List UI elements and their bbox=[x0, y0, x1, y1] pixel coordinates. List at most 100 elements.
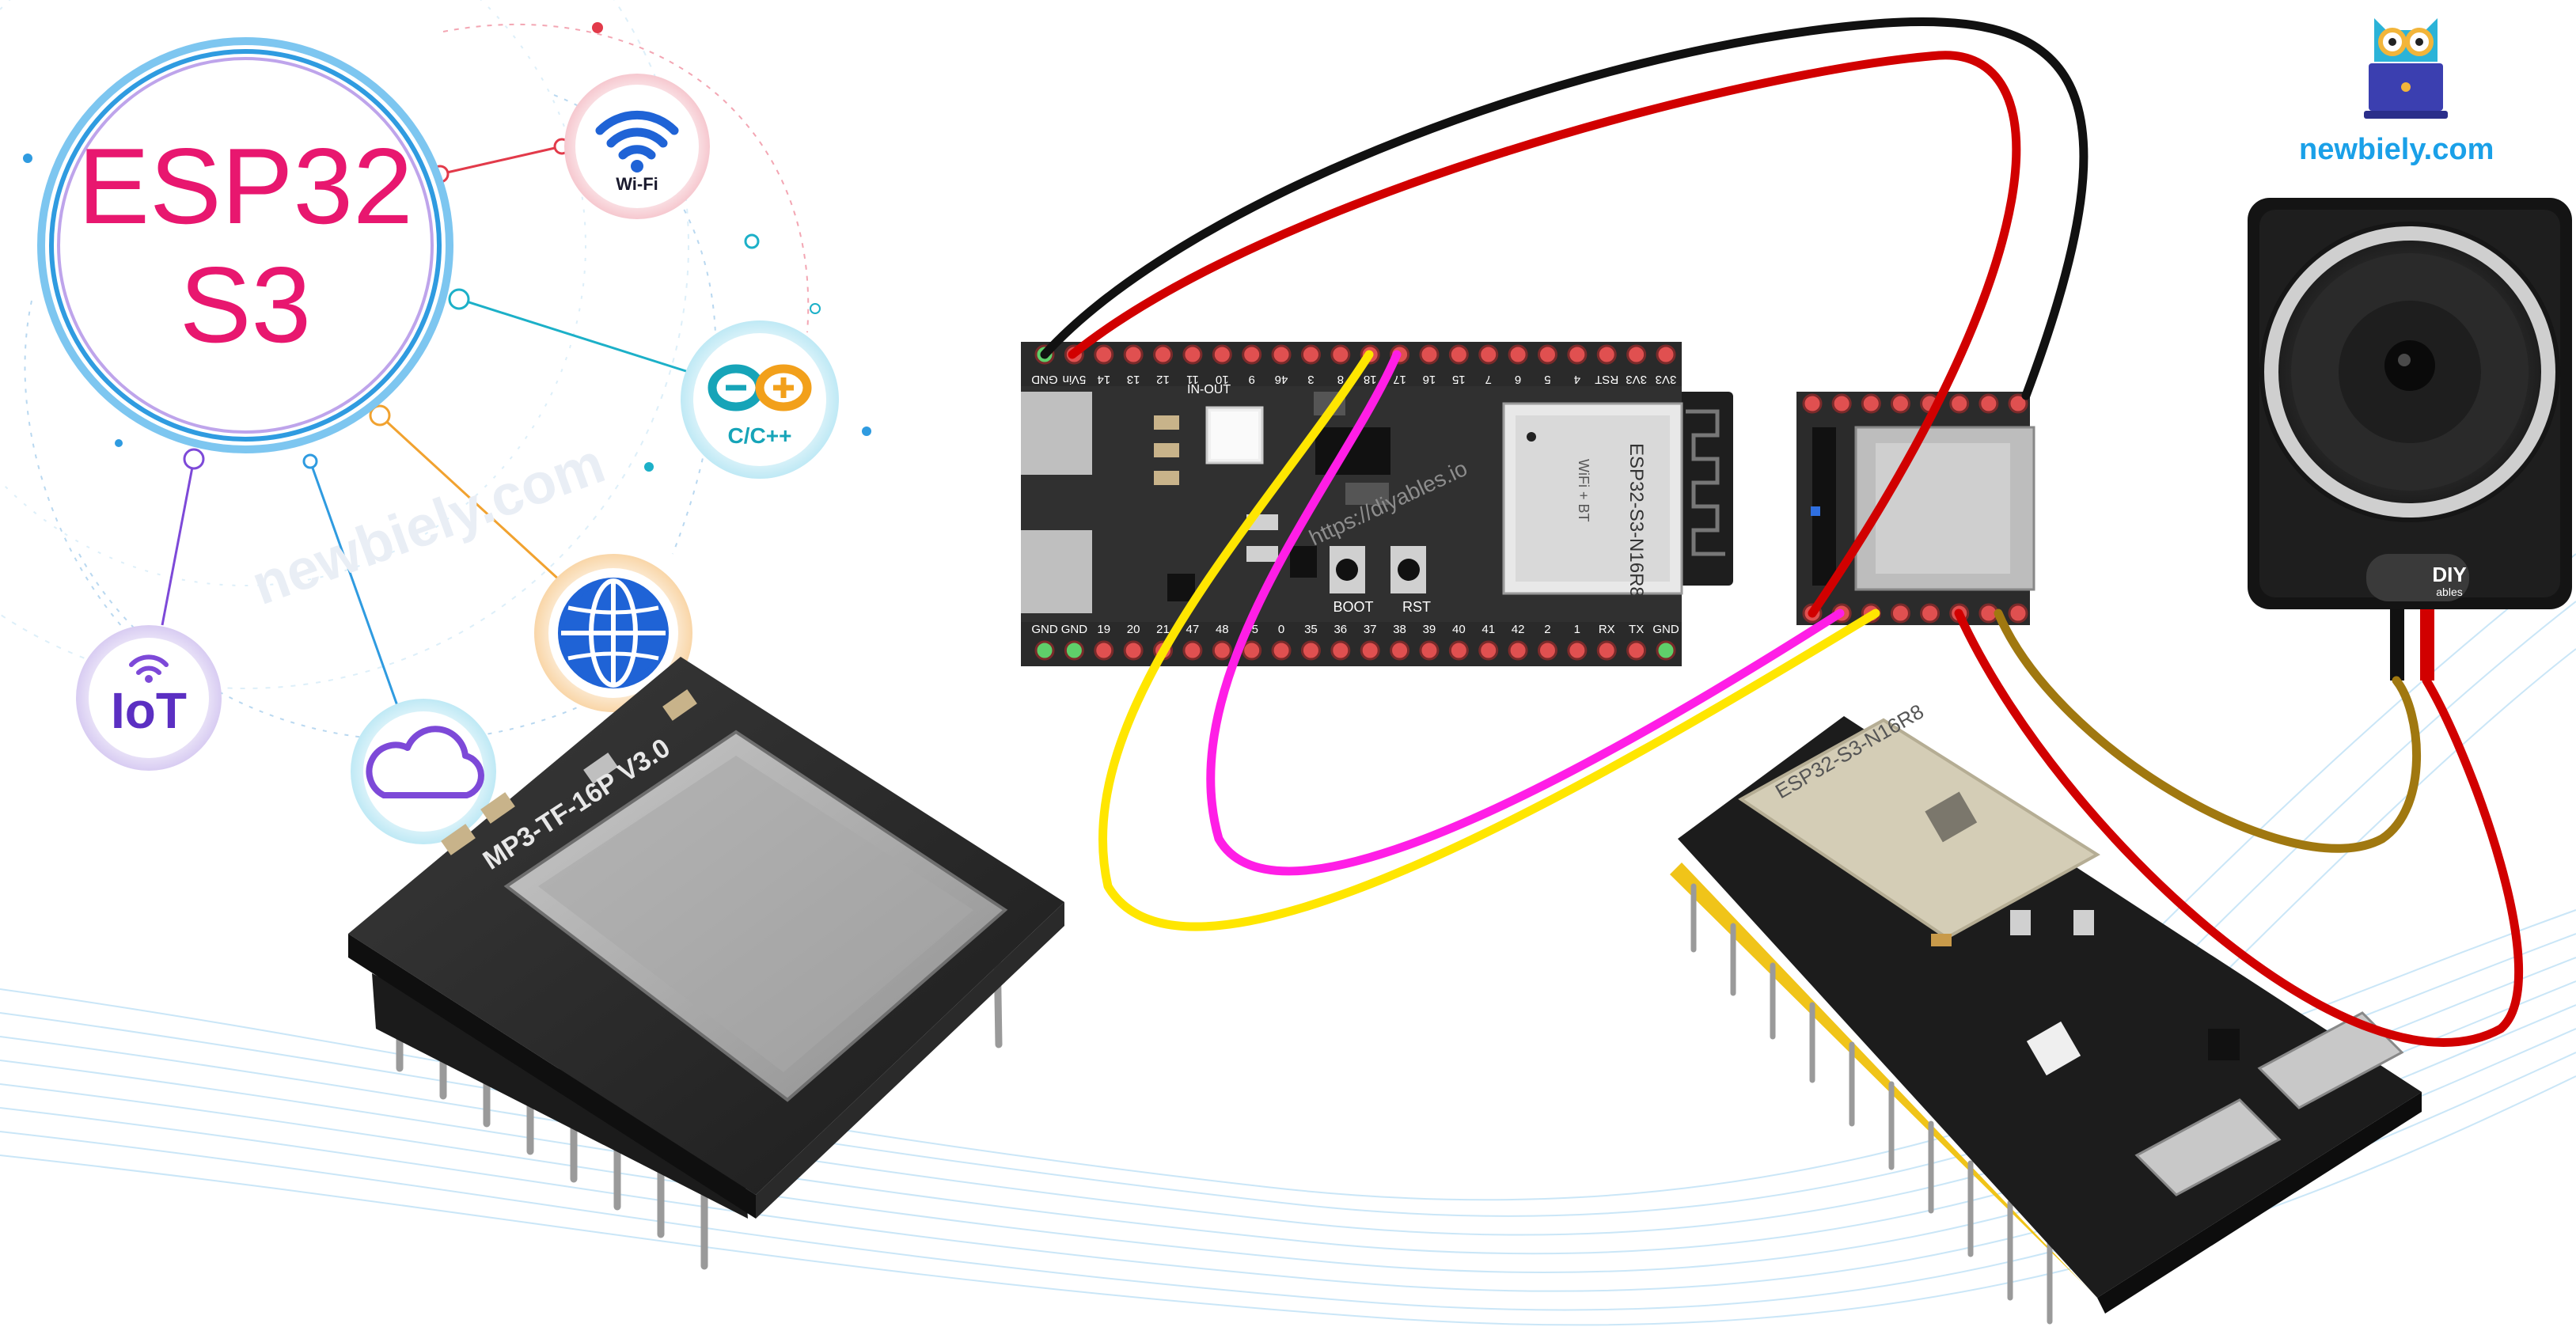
pin-header bbox=[1153, 344, 1174, 365]
pin-header bbox=[1182, 640, 1203, 661]
pin-label: 38 bbox=[1393, 623, 1406, 636]
red-wire-speaker bbox=[1954, 609, 2524, 1047]
pin-header bbox=[1448, 344, 1469, 365]
pin-header bbox=[1656, 344, 1676, 365]
pin-label: 42 bbox=[1512, 623, 1525, 636]
wifi-icon bbox=[595, 110, 679, 160]
pin-header bbox=[1094, 640, 1114, 661]
pin-label: GND bbox=[1031, 373, 1058, 386]
mp3-pin bbox=[2008, 393, 2028, 414]
esp32-s3-board-diagram: ESP32-S3-N16R8 WiFi + BT BOOT RST IN-OUT… bbox=[1021, 342, 1733, 666]
mp3-pin bbox=[1949, 393, 1970, 414]
pin-header bbox=[1242, 640, 1262, 661]
pin-header bbox=[1123, 344, 1144, 365]
pin-label: RX bbox=[1599, 623, 1615, 636]
pin-header bbox=[1537, 344, 1557, 365]
rst-label: RST bbox=[1402, 599, 1431, 615]
pin-label: 0 bbox=[1278, 623, 1284, 636]
pin-header bbox=[1271, 344, 1292, 365]
pin-label: 3 bbox=[1307, 373, 1314, 386]
cpp-badge: C/C++ bbox=[681, 320, 839, 479]
pin-label: 3V3 bbox=[1656, 373, 1677, 386]
pin-header bbox=[1656, 640, 1676, 661]
wires bbox=[1040, 17, 2524, 1047]
pin-label: 8 bbox=[1337, 373, 1344, 386]
pin-label: RST bbox=[1595, 373, 1618, 386]
pin-label: GND bbox=[1061, 623, 1088, 636]
esp32-s3-board-photo: ESP32-S3-N16R8 bbox=[1670, 700, 2422, 1325]
pin-label: 3V3 bbox=[1626, 373, 1647, 386]
pin-header bbox=[1626, 640, 1647, 661]
pin-label: 36 bbox=[1334, 623, 1347, 636]
olive-wire bbox=[1994, 609, 2421, 853]
pin-header bbox=[1034, 640, 1055, 661]
pin-header bbox=[1508, 640, 1528, 661]
pin-label: 6 bbox=[1515, 373, 1521, 386]
pin-label: 21 bbox=[1156, 623, 1170, 636]
arduino-infinity-icon bbox=[708, 364, 812, 411]
pin-header bbox=[1537, 640, 1557, 661]
pin-header bbox=[1508, 344, 1528, 365]
pin-label: 7 bbox=[1485, 373, 1492, 386]
mp3-pin bbox=[1920, 603, 1941, 624]
wifi-badge-label: Wi-Fi bbox=[616, 174, 658, 194]
pin-label: 20 bbox=[1127, 623, 1140, 636]
pin-header bbox=[1419, 640, 1440, 661]
pin-label: 13 bbox=[1127, 373, 1140, 386]
pin-header bbox=[1596, 344, 1617, 365]
pin-header bbox=[1596, 640, 1617, 661]
red-wire bbox=[1068, 51, 2021, 618]
esp32-s3-title: ESP32 S3 bbox=[47, 127, 443, 364]
mp3-pin bbox=[1802, 393, 1823, 414]
pin-label: 46 bbox=[1275, 373, 1288, 386]
mp3-pin bbox=[1890, 603, 1910, 624]
pin-header bbox=[1064, 640, 1084, 661]
pin-header bbox=[1330, 344, 1351, 365]
module-label: ESP32-S3-N16R8 bbox=[1626, 443, 1647, 597]
black-wire bbox=[1040, 17, 2088, 400]
pin-header bbox=[1094, 344, 1114, 365]
iot-badge: IoT bbox=[76, 625, 222, 771]
pin-header bbox=[1567, 344, 1588, 365]
cpp-badge-label: C/C++ bbox=[728, 423, 792, 448]
iot-signal-icon bbox=[129, 654, 169, 675]
pin-header bbox=[1271, 640, 1292, 661]
mp3-pin bbox=[1890, 393, 1910, 414]
pin-header bbox=[1626, 344, 1647, 365]
mp3-pin bbox=[1831, 393, 1852, 414]
pin-header bbox=[1419, 344, 1440, 365]
speaker-brand-top: DIY bbox=[2432, 563, 2466, 586]
pin-label: 37 bbox=[1364, 623, 1377, 636]
globe-badge bbox=[534, 554, 692, 712]
iot-badge-label: IoT bbox=[111, 682, 187, 739]
pin-label: 5 bbox=[1544, 373, 1550, 386]
pin-label: 16 bbox=[1423, 373, 1436, 386]
speaker: DIY ables bbox=[2248, 198, 2572, 681]
pin-label: 17 bbox=[1393, 373, 1406, 386]
pin-label: 10 bbox=[1216, 373, 1229, 386]
pin-label: TX bbox=[1629, 623, 1644, 636]
pin-header bbox=[1330, 640, 1351, 661]
globe-icon bbox=[558, 578, 669, 688]
yellow-wire bbox=[1098, 350, 1880, 931]
esp32-s3-title-badge bbox=[37, 37, 453, 453]
pin-label: 4 bbox=[1574, 373, 1580, 386]
pin-label: GND bbox=[1652, 623, 1679, 636]
pin-label: 41 bbox=[1481, 623, 1495, 636]
mp3-top-pin-row bbox=[1802, 393, 2028, 414]
magenta-wire bbox=[1206, 350, 1845, 876]
pin-label: 12 bbox=[1156, 373, 1170, 386]
pin-label: 9 bbox=[1248, 373, 1254, 386]
pin-label: 5Vin bbox=[1062, 373, 1086, 386]
pin-label: 48 bbox=[1216, 623, 1229, 636]
pin-label: GND bbox=[1031, 623, 1058, 636]
pin-label: 18 bbox=[1364, 373, 1377, 386]
pin-label: 39 bbox=[1423, 623, 1436, 636]
module-sublabel: WiFi + BT bbox=[1576, 459, 1592, 522]
pin-label: 14 bbox=[1097, 373, 1110, 386]
speaker-brand-bottom: ables bbox=[2436, 586, 2462, 598]
owl-laptop-icon bbox=[2364, 18, 2448, 119]
mp3-pin bbox=[2008, 603, 2028, 624]
